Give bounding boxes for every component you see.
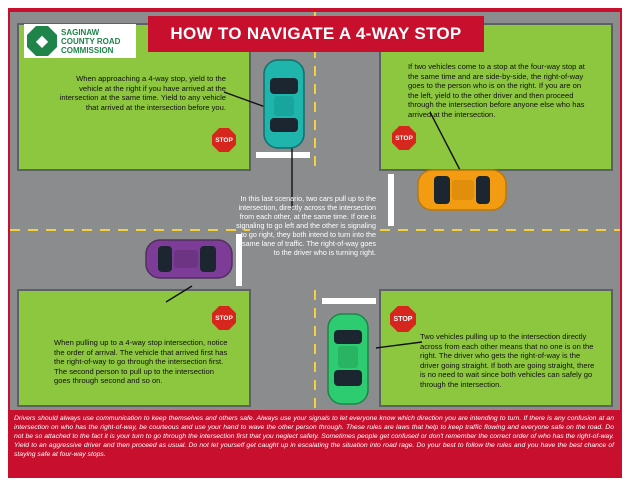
note-bottom-left: When pulling up to a 4-way stop intersec… — [54, 338, 228, 385]
note-bottom-right: Two vehicles pulling up to the intersect… — [420, 332, 595, 389]
stop-sign-north-east: STOP — [392, 126, 416, 150]
green-car — [327, 313, 369, 405]
pointer-bottom-left — [165, 285, 193, 303]
road-icon: ◆ — [27, 26, 57, 56]
stop-line-south — [322, 298, 376, 304]
note-top-right: If two vehicles come to a stop at the fo… — [408, 62, 585, 119]
stop-sign-south-east: STOP — [390, 306, 416, 332]
stop-line-east — [388, 174, 394, 226]
page-title: HOW TO NAVIGATE A 4-WAY STOP — [148, 16, 484, 52]
pointer-top-left — [223, 91, 269, 109]
orange-car — [417, 169, 507, 211]
grass-bottom-right — [380, 290, 612, 406]
note-center: In this last scenario, two cars pull up … — [236, 194, 376, 257]
pointer-top-right — [429, 111, 461, 171]
commission-logo: ◆ SAGINAW COUNTY ROAD COMMISSION — [24, 24, 136, 58]
pointer-bottom-right — [375, 341, 423, 349]
stop-line-north — [256, 152, 310, 158]
stop-sign-north-west: STOP — [212, 128, 236, 152]
purple-car — [145, 239, 233, 279]
logo-line-1: SAGINAW — [61, 27, 100, 37]
note-top-left: When approaching a 4-way stop, yield to … — [59, 74, 226, 112]
stop-line-west — [236, 234, 242, 286]
safety-footer: Drivers should always use communication … — [14, 415, 614, 458]
intersection-scene — [10, 12, 620, 410]
stop-sign-south-west: STOP — [212, 306, 236, 330]
logo-line-2: COUNTY ROAD — [61, 36, 121, 46]
road-markings — [10, 12, 620, 410]
grass-bottom-left — [18, 290, 250, 406]
teal-car — [263, 59, 305, 149]
logo-line-3: COMMISSION — [61, 45, 114, 55]
